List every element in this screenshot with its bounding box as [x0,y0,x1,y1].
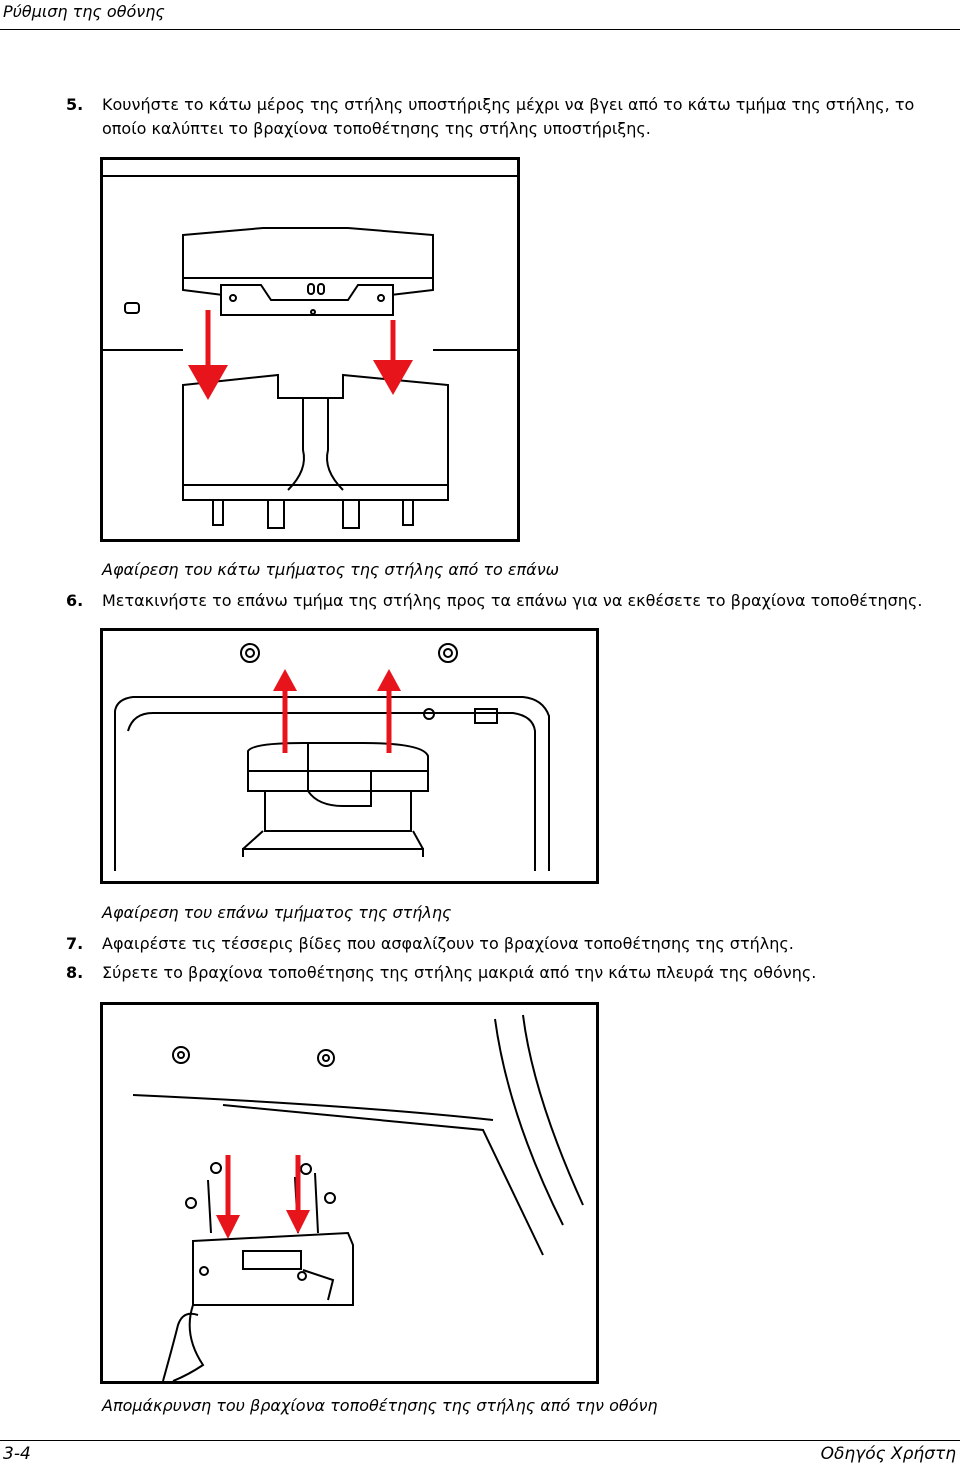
section-header: Ρύθμιση της οθόνης [3,2,165,21]
figure-remove-lower-column [100,157,520,542]
step-number: 7. [66,934,84,953]
guide-title: Οδηγός Χρήστη [820,1444,956,1464]
step-number: 6. [66,591,84,610]
step-text: Σύρετε το βραχίονα τοποθέτησης της στήλη… [102,963,817,982]
down-arrows [188,310,413,400]
stand-illustration [103,175,517,529]
footer-rule [0,1440,960,1441]
step-text: Κουνήστε το κάτω μέρος της στήλης υποστή… [102,95,915,138]
up-arrows [273,669,401,753]
monitor-back-illustration [114,643,550,871]
figure-caption-1: Αφαίρεση του κάτω τμήματος της στήλης απ… [102,560,560,579]
page-number: 3-4 [3,1444,31,1464]
step-text: Αφαιρέστε τις τέσσερις βίδες που ασφαλίζ… [102,934,794,953]
step-number: 5. [66,95,84,114]
down-arrows-bracket [216,1155,310,1239]
figure-caption-2: Αφαίρεση του επάνω τμήματος της στήλης [102,903,452,922]
step-text: Μετακινήστε το επάνω τμήμα της στήλης πρ… [102,591,923,610]
bracket-removal-illustration [132,1014,584,1381]
step-number: 8. [66,963,84,982]
figure-caption-3: Απομάκρυνση του βραχίονα τοποθέτησης της… [102,1396,658,1415]
header-rule [0,29,960,30]
figure-remove-bracket [100,1002,599,1384]
figure-remove-upper-column [100,628,599,884]
